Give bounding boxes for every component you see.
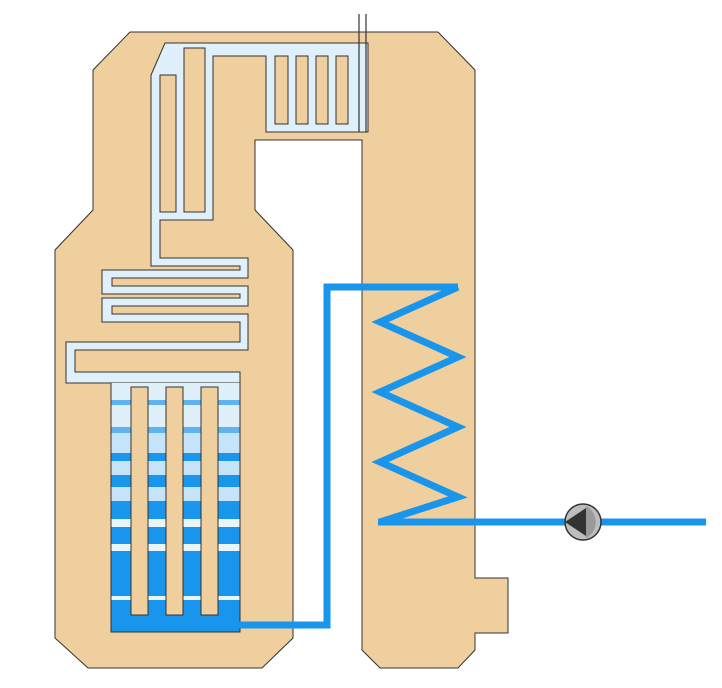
- water-tank-outline: [110, 383, 241, 633]
- pump-icon: [565, 508, 586, 536]
- circulation-pump: [564, 503, 602, 541]
- flue-tube: [200, 386, 219, 616]
- pump-shade: [586, 506, 596, 538]
- flue-tube: [130, 386, 149, 616]
- exhaust-chimney: [358, 14, 367, 132]
- circulation-pipe: [235, 283, 458, 629]
- flue-tubes: [130, 386, 219, 616]
- flue-gas-channel: [65, 42, 369, 384]
- heating-coil: [371, 283, 468, 526]
- flue-tube: [165, 386, 184, 616]
